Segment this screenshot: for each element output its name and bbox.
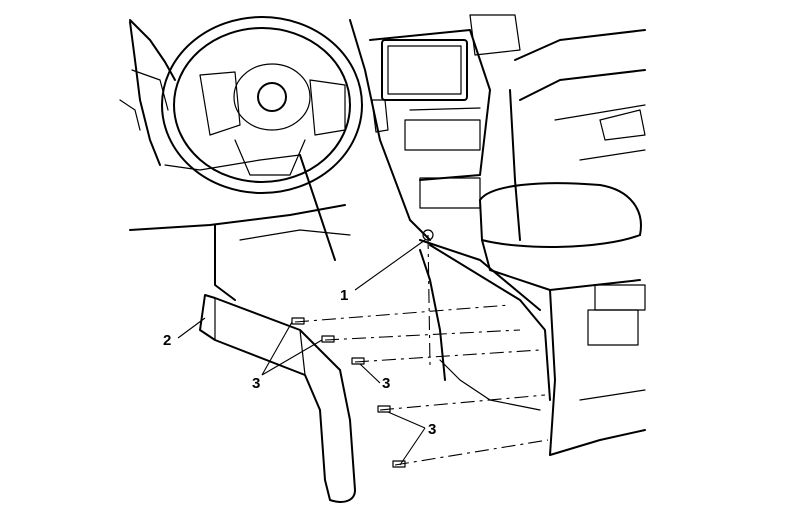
callout-labels: 1 2 3 3 3: [163, 287, 436, 438]
center-stack: [349, 14, 521, 241]
trim-panel: [199, 294, 356, 503]
right-dashboard: [509, 29, 646, 241]
callout-2: 2: [163, 332, 171, 349]
alignment-lines: [294, 234, 549, 466]
fasteners: [291, 229, 434, 468]
fastener-clip: [321, 335, 335, 343]
center-console: [479, 182, 646, 456]
fastener-clip: [392, 460, 406, 468]
callout-3-middle: 3: [382, 375, 390, 392]
callout-1: 1: [340, 287, 348, 304]
fastener-bolt: [422, 229, 434, 241]
fastener-clip: [351, 357, 365, 365]
leader-lines: [177, 239, 426, 466]
left-dashboard: [119, 19, 346, 231]
steering-wheel: [161, 16, 363, 261]
callout-3-lower: 3: [428, 421, 436, 438]
fastener-clip: [291, 317, 305, 325]
callout-3-upper: 3: [252, 375, 260, 392]
fastener-clip: [377, 405, 391, 413]
floor-area: [214, 224, 551, 411]
